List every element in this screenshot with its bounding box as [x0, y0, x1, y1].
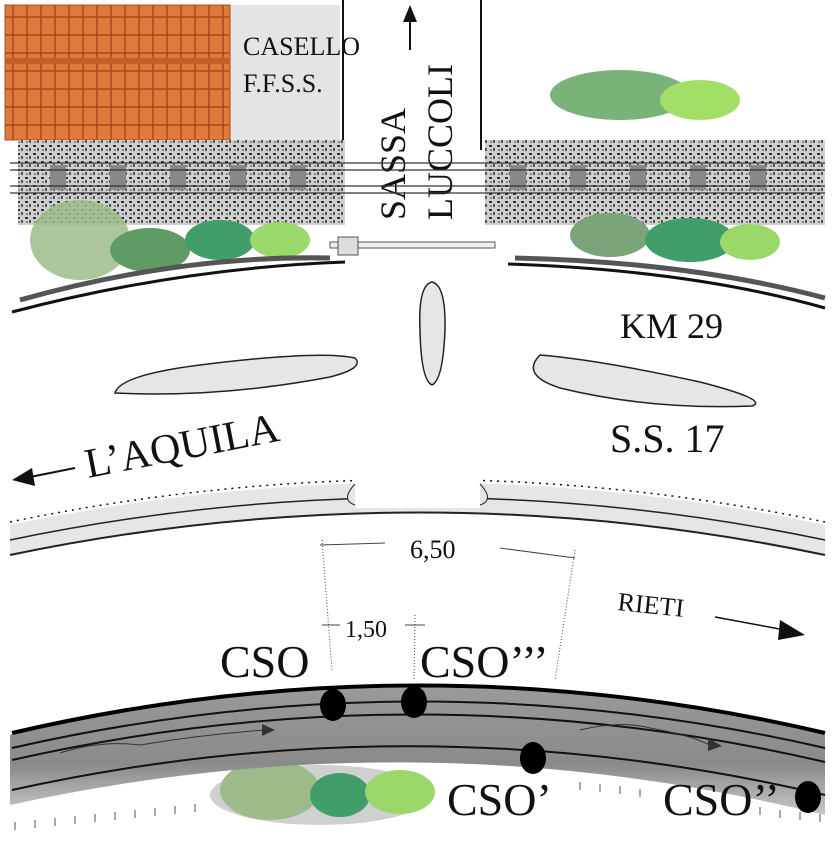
- aquila-arrow-icon: [12, 467, 76, 486]
- north-arrow-icon: [403, 5, 417, 50]
- rieti-label: RIETI: [616, 587, 685, 623]
- dimension-lines: [319, 539, 576, 681]
- curb-right: [507, 262, 826, 310]
- cso-point: [795, 781, 821, 813]
- curb-left: [11, 260, 346, 314]
- cso-point: [320, 689, 346, 721]
- cso-label: CSO: [220, 636, 309, 687]
- cso-point: [401, 686, 427, 718]
- cso-points: [320, 686, 821, 813]
- casello-label: CASELLO: [243, 32, 360, 61]
- railway: [10, 140, 825, 256]
- cso-point: [520, 742, 546, 774]
- ffss-label: F.F.S.S.: [243, 69, 323, 98]
- luccoli-label: LUCCOLI: [420, 64, 460, 220]
- cso2-label: CSO’’: [663, 774, 780, 825]
- dimension-total: 6,50: [410, 535, 456, 564]
- ss-label: S.S. 17: [610, 416, 725, 461]
- station-building: [4, 4, 340, 141]
- cso1-label: CSO’: [447, 774, 552, 825]
- road-upper: [9, 478, 826, 556]
- aquila-label: L’AQUILA: [81, 405, 284, 488]
- road-edge-markers: [14, 782, 821, 830]
- rieti-arrow-icon: [714, 616, 805, 640]
- vegetation: [30, 70, 780, 825]
- traffic-islands: [114, 281, 757, 408]
- dimension-partial: 1,50: [345, 617, 387, 643]
- sassa-label: SASSA: [373, 108, 413, 220]
- km-label: KM 29: [620, 306, 723, 346]
- cso3-label: CSO’’’: [420, 636, 549, 687]
